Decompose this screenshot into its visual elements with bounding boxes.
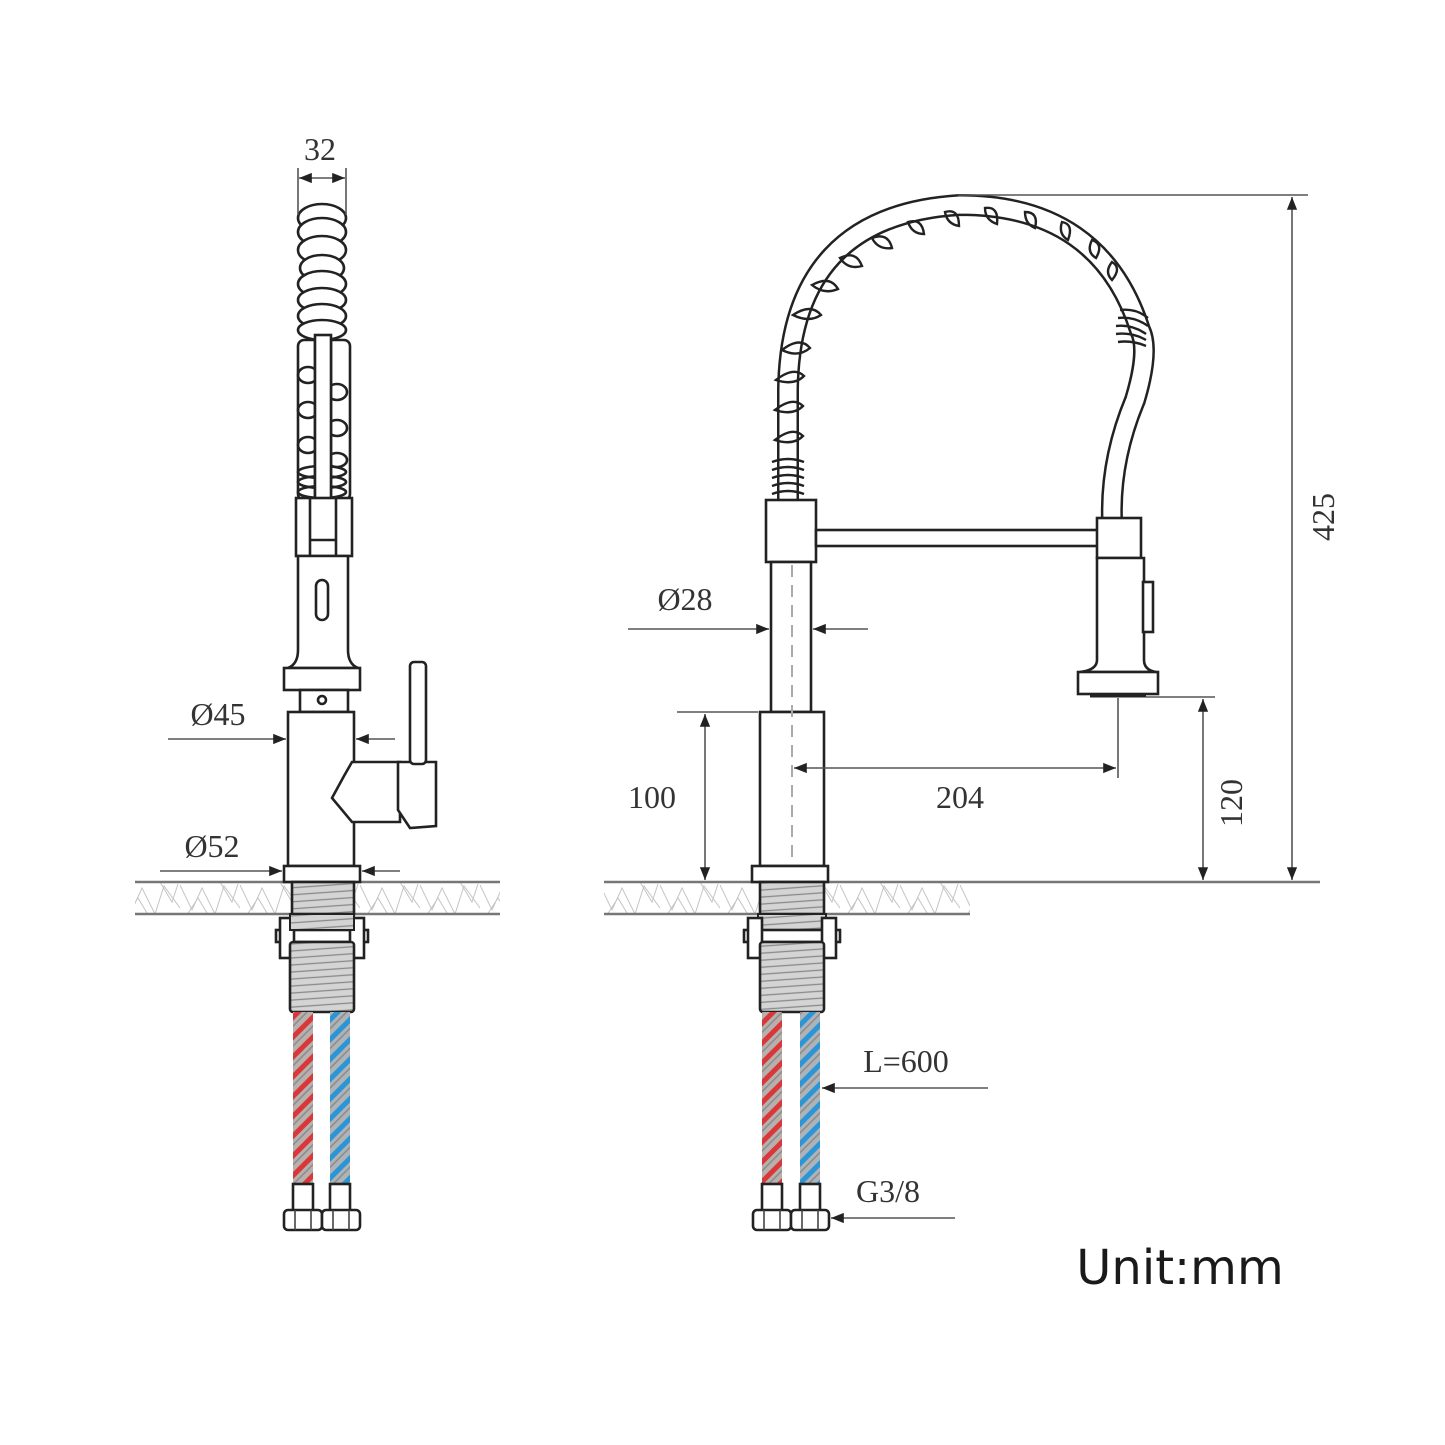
dim-base-diameter: Ø52 xyxy=(160,828,400,877)
hot-water-hose xyxy=(762,1012,782,1184)
label-100: 100 xyxy=(628,779,676,815)
dim-spout-reach: 204 xyxy=(794,698,1119,815)
label-425: 425 xyxy=(1305,493,1341,541)
label-diameter-28: Ø28 xyxy=(657,581,712,617)
label-hose-length: L=600 xyxy=(863,1043,949,1079)
dim-spout-clearance: 120 xyxy=(1146,696,1249,880)
front-body xyxy=(742,498,1160,1014)
side-spout xyxy=(282,202,362,714)
dim-hose-length: L=600 xyxy=(822,1043,988,1094)
cold-water-hose xyxy=(800,1012,820,1184)
front-view: Ø28 100 204 120 425 L=600 xyxy=(604,193,1341,1232)
dim-connection-thread: G3/8 xyxy=(831,1173,955,1224)
front-spring-arch xyxy=(771,193,1155,521)
label-204: 204 xyxy=(936,779,984,815)
label-120: 120 xyxy=(1213,779,1249,827)
label-32: 32 xyxy=(304,131,336,167)
side-hoses xyxy=(282,1012,362,1232)
label-diameter-45: Ø45 xyxy=(190,696,245,732)
countertop-right xyxy=(604,880,1320,916)
spring-coils xyxy=(771,206,1149,496)
label-diameter-52: Ø52 xyxy=(184,828,239,864)
dim-total-height: 425 xyxy=(958,194,1341,880)
side-spring-coils xyxy=(296,202,349,507)
dim-base-height: 100 xyxy=(628,711,758,880)
front-hoses xyxy=(751,1012,831,1232)
unit-label: Unit:mm xyxy=(1076,1240,1283,1296)
dim-spout-tube-diameter: Ø28 xyxy=(628,581,868,635)
side-body xyxy=(274,660,438,1014)
side-view: 32 Ø45 Ø52 xyxy=(135,131,500,1232)
dim-spout-width: 32 xyxy=(297,131,347,215)
label-g3-8: G3/8 xyxy=(856,1173,920,1209)
dim-body-diameter: Ø45 xyxy=(168,696,395,745)
